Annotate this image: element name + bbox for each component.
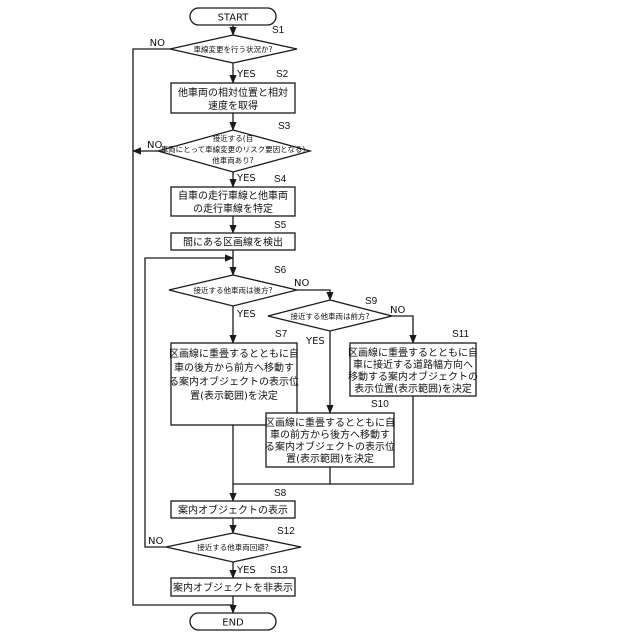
s1-no-label: NO	[150, 38, 165, 49]
s13-text: 案内オブジェクトを非表示	[173, 581, 293, 594]
s3-line-1: 接近する(自	[213, 133, 253, 143]
s11-line-2: 車に接近する道路幅方向へ	[353, 358, 473, 371]
s11-step-id: S11	[452, 329, 469, 340]
s6-yes-label: YES	[236, 309, 256, 320]
s9-question: 接近する他車両は前方?	[291, 311, 370, 321]
s7-line-1: 区画線に重畳するとともに自	[169, 347, 299, 360]
end-label: END	[222, 618, 244, 629]
s10-line-3: る案内オブジェクトの表示位	[265, 440, 395, 453]
s10-line-4: 置(表示範囲)を決定	[286, 452, 374, 465]
s7-line-3: る案内オブジェクトの表示位	[169, 375, 299, 388]
s11-line-4: 表示位置(表示範囲)を決定	[354, 382, 472, 395]
s3-yes-label: YES	[236, 173, 256, 184]
s7-line-4: 置(表示範囲)を決定	[190, 389, 278, 402]
s12-step-id: S12	[277, 526, 295, 537]
s4-line-2: の走行車線を特定	[193, 202, 273, 215]
s5-text: 間にある区画線を検出	[183, 236, 283, 249]
s12-question: 接近する他車両回避?	[197, 542, 268, 552]
end-terminal: END	[190, 613, 276, 630]
s9-step-id: S9	[365, 296, 378, 307]
decision-s9: 接近する他車両は前方? S9	[268, 296, 392, 331]
s5-step-id: S5	[274, 220, 287, 231]
s2-step-id: S2	[276, 69, 289, 80]
s3-no-label: NO	[147, 140, 162, 151]
s6-no-label: NO	[294, 278, 309, 289]
s10-line-1: 区画線に重畳するとともに自	[265, 416, 395, 429]
s4-step-id: S4	[274, 174, 287, 185]
decision-s3: 接近する(自 車両にとって車線変更のリスク要因となる) 他車両あり? S3	[158, 121, 310, 172]
s11-line-1: 区画線に重畳するとともに自	[348, 346, 478, 359]
s1-question: 車線変更を行う状況か?	[194, 44, 273, 54]
process-s7: 区画線に重畳するとともに自 車の後方から前方へ移動す る案内オブジェクトの表示位…	[169, 329, 299, 425]
s8-step-id: S8	[274, 488, 287, 499]
s11-line-3: 移動する案内オブジェクトの	[348, 370, 478, 383]
s3-line-2: 車両にとって車線変更のリスク要因となる)	[161, 144, 306, 154]
s3-line-3: 他車両あり?	[212, 155, 253, 165]
s2-line-2: 速度を取得	[208, 99, 258, 112]
s10-step-id: S10	[371, 399, 389, 410]
s6-question: 接近する他車両は後方?	[194, 285, 273, 295]
s3-step-id: S3	[278, 121, 291, 132]
s1-step-id: S1	[272, 25, 285, 36]
start-terminal: START	[190, 8, 276, 25]
s12-yes-label: YES	[236, 565, 256, 576]
s8-text: 案内オブジェクトの表示	[178, 504, 288, 517]
s4-line-1: 自車の走行車線と他車両	[178, 189, 288, 202]
s10-line-2: 車の前方から後方へ移動す	[270, 428, 390, 441]
s7-step-id: S7	[275, 329, 288, 340]
s2-line-1: 他車両の相対位置と相対	[178, 86, 288, 99]
s12-no-label: NO	[148, 536, 163, 547]
s7-line-2: 車の後方から前方へ移動す	[174, 361, 294, 374]
s13-step-id: S13	[270, 565, 288, 576]
s6-step-id: S6	[274, 265, 287, 276]
s9-yes-label: YES	[305, 336, 325, 347]
s1-yes-label: YES	[236, 69, 256, 80]
s9-no-label: NO	[390, 305, 405, 316]
start-label: START	[218, 13, 250, 24]
